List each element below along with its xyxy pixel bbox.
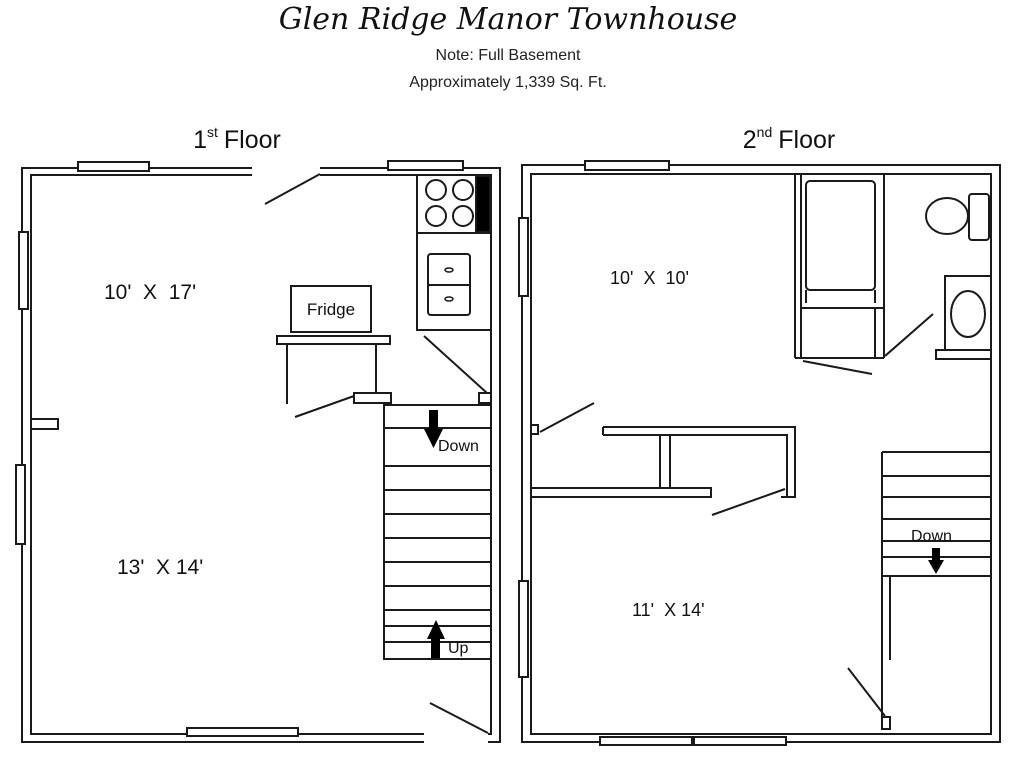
window: [77, 161, 150, 172]
bathtub: [805, 180, 876, 291]
stove-icon: [425, 179, 474, 227]
window: [15, 464, 26, 545]
plan-title: Glen Ridge Manor Townhouse: [278, 2, 738, 37]
window: [693, 736, 787, 746]
down-arrow-icon: [928, 548, 944, 574]
front-door: [264, 173, 321, 205]
floor2-plan: [518, 160, 1001, 746]
toilet-icon: [925, 193, 990, 241]
floor2-doors: [539, 313, 934, 717]
closet: [276, 335, 492, 404]
sink-icon: [427, 253, 471, 316]
up-arrow-icon: [427, 620, 445, 658]
basement-note: Note: Full Basement: [435, 47, 581, 64]
room-dimension: 10' X 10': [610, 268, 689, 288]
down-arrow-icon: [424, 410, 443, 448]
window: [186, 727, 299, 737]
fridge: [290, 285, 372, 333]
window: [387, 160, 464, 171]
closet-door: [294, 395, 355, 418]
bedroom2-door: [847, 667, 886, 717]
fridge-label: Fridge: [307, 300, 355, 319]
floor2-windows: [518, 160, 787, 746]
stairs-down-label: Down: [438, 438, 479, 455]
wall-stub: [30, 418, 59, 430]
bathroom-sink-icon: [935, 275, 992, 360]
closet-door: [711, 488, 786, 516]
stairs-up-label: Up: [448, 640, 469, 657]
back-door: [429, 702, 489, 734]
bedroom-door: [539, 402, 595, 433]
window: [518, 580, 529, 678]
bathroom: [794, 174, 992, 360]
linen-door: [802, 360, 873, 375]
window: [18, 231, 29, 310]
floor1-plan: [15, 160, 501, 743]
kitchen-counter: [416, 174, 492, 331]
floor1-stairs: [383, 404, 492, 660]
room-dimension: 11' X 14': [632, 600, 705, 620]
stove-panel: [475, 175, 491, 233]
room-dimension: 13' X 14': [117, 556, 203, 579]
floor1-windows: [15, 160, 464, 737]
stairs-down-label: Down: [911, 528, 952, 545]
bathroom-door: [884, 313, 934, 357]
counter: [416, 174, 492, 331]
floor1-doors: [264, 173, 489, 734]
kitchen-door: [423, 335, 488, 394]
window: [599, 736, 693, 746]
floor2-interior-walls: [531, 424, 891, 730]
area-note: Approximately 1,339 Sq. Ft.: [409, 74, 607, 91]
room-dimension: 10' X 17': [104, 281, 196, 304]
window: [584, 160, 670, 171]
floor2-exterior-walls: [521, 164, 1001, 743]
window: [518, 217, 529, 297]
